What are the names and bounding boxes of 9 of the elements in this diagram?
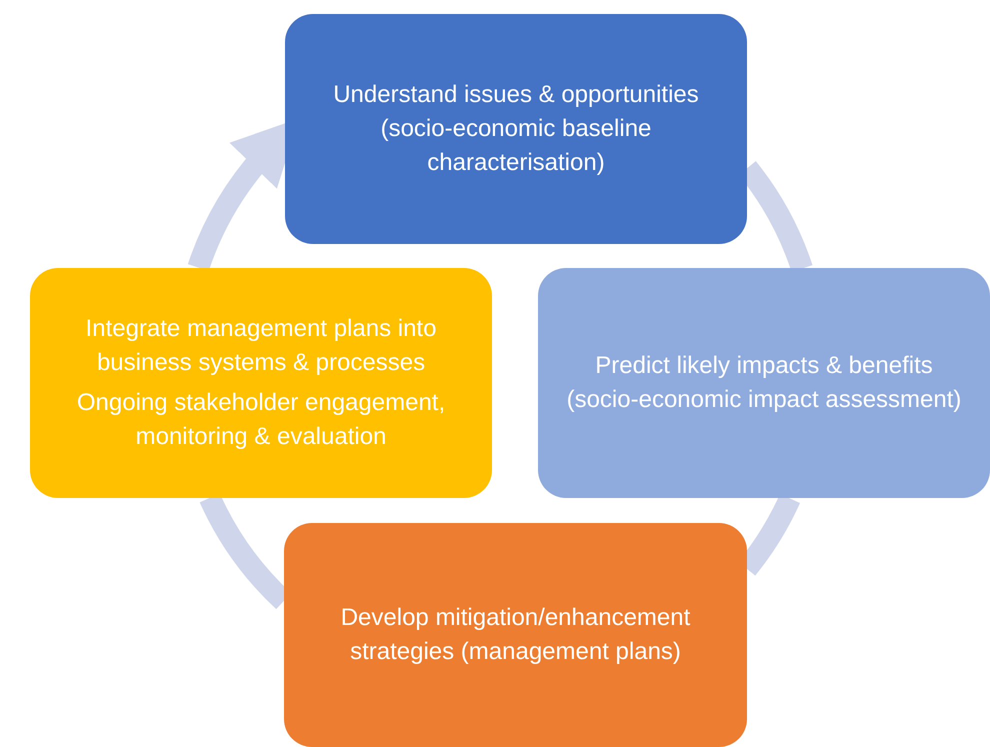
process-box — [284, 523, 747, 747]
step-text: Ongoing stakeholder engagement, monitoring & evaluation — [76, 388, 446, 452]
step-text: Predict likely impacts & benefits (socio-economic impact assessment) — [566, 350, 962, 415]
step-text: Develop mitigation/enhancement strategies (management plans) — [340, 602, 692, 667]
step-text: Integrate management plans into business systems & processes — [84, 314, 438, 378]
step-text: Understand issues & opportunities (socio-economic baseline characterisation) — [332, 80, 700, 178]
process-box — [285, 14, 747, 244]
process-box — [30, 268, 492, 498]
process-box — [538, 268, 990, 498]
